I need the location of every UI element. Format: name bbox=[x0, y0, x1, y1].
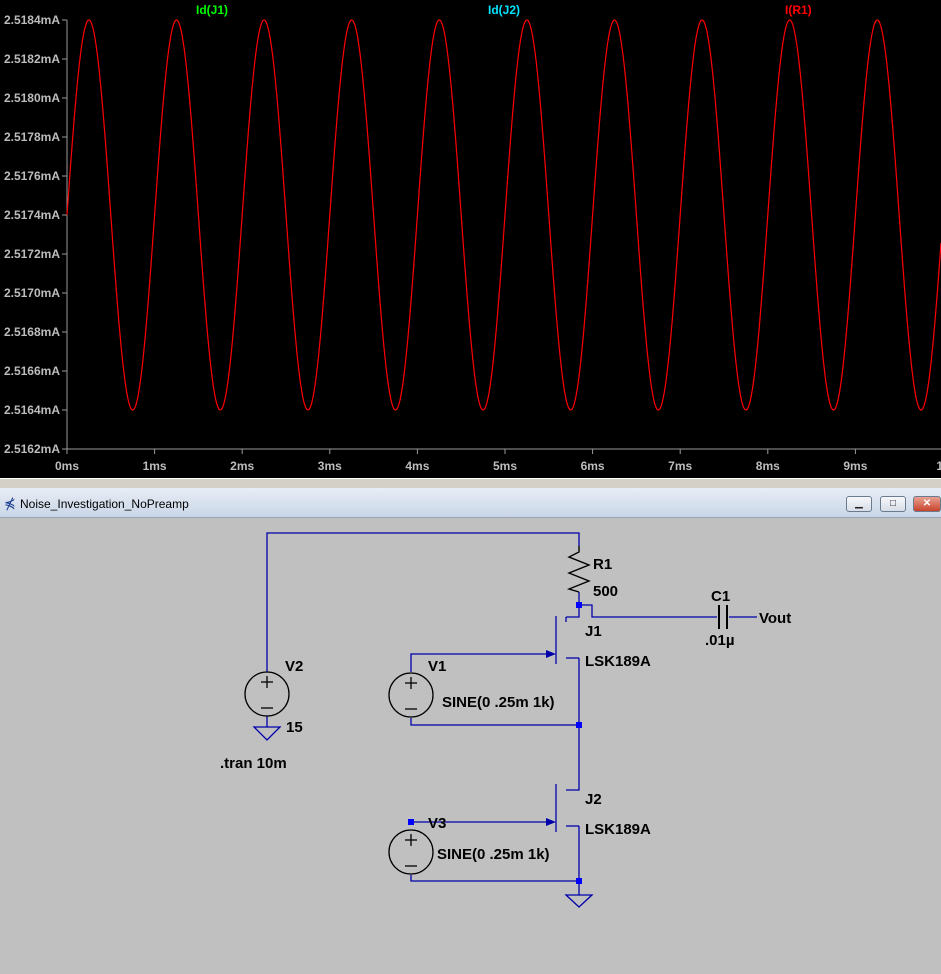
y-tick-label: 2.5168mA bbox=[4, 325, 60, 339]
x-tick-label: 6ms bbox=[581, 459, 605, 473]
y-tick-label: 2.5180mA bbox=[4, 91, 60, 105]
y-tick-label: 2.5174mA bbox=[4, 208, 60, 222]
voltage-source-v1-icon[interactable] bbox=[388, 672, 434, 718]
c1-value-label[interactable]: .01µ bbox=[705, 632, 735, 649]
j1-model-label[interactable]: LSK189A bbox=[585, 653, 651, 670]
ground-icon[interactable] bbox=[564, 894, 594, 908]
r1-name-label[interactable]: R1 bbox=[593, 556, 612, 573]
window-title: Noise_Investigation_NoPreamp bbox=[20, 497, 189, 511]
v2-value-label[interactable]: 15 bbox=[286, 719, 303, 736]
v1-value-label[interactable]: SINE(0 .25m 1k) bbox=[442, 694, 555, 711]
window-titlebar[interactable]: ⋠ Noise_Investigation_NoPreamp ▁ □ ✕ bbox=[0, 488, 941, 518]
v3-value-label[interactable]: SINE(0 .25m 1k) bbox=[437, 846, 550, 863]
y-tick-label: 2.5166mA bbox=[4, 364, 60, 378]
y-tick-label: 2.5162mA bbox=[4, 442, 60, 456]
x-tick-label: 0ms bbox=[55, 459, 79, 473]
y-tick-label: 2.5182mA bbox=[4, 52, 60, 66]
voltage-source-v2-icon[interactable] bbox=[244, 671, 290, 717]
maximize-button[interactable]: □ bbox=[880, 496, 906, 512]
jfet-j1-icon[interactable] bbox=[546, 650, 556, 658]
jfet-j2-icon[interactable] bbox=[546, 818, 556, 826]
x-tick-label: 10 bbox=[936, 459, 941, 473]
capacitor-c1-icon[interactable] bbox=[718, 605, 728, 629]
j1-name-label[interactable]: J1 bbox=[585, 623, 602, 640]
y-tick-label: 2.5184mA bbox=[4, 13, 60, 27]
voltage-source-v3-icon[interactable] bbox=[388, 829, 434, 875]
y-tick-label: 2.5170mA bbox=[4, 286, 60, 300]
schematic-canvas[interactable]: R1 500 C1 .01µ Vout J1 LSK189A V1 SINE(0… bbox=[0, 518, 941, 969]
v1-name-label[interactable]: V1 bbox=[428, 658, 446, 675]
junction-nodes bbox=[408, 602, 582, 884]
y-tick-label: 2.5178mA bbox=[4, 130, 60, 144]
minimize-button[interactable]: ▁ bbox=[846, 496, 872, 512]
r1-value-label[interactable]: 500 bbox=[593, 583, 618, 600]
series-line-i-r1 bbox=[66, 19, 941, 411]
transistor-icon: ⋠ bbox=[4, 495, 16, 511]
x-tick-label: 9ms bbox=[843, 459, 867, 473]
x-tick-label: 5ms bbox=[493, 459, 517, 473]
y-tick-label: 2.5164mA bbox=[4, 403, 60, 417]
trace-label-id-j2[interactable]: Id(J2) bbox=[488, 3, 521, 17]
v2-name-label[interactable]: V2 bbox=[285, 658, 303, 675]
j2-model-label[interactable]: LSK189A bbox=[585, 821, 651, 838]
trace-label-i-r1[interactable]: I(R1) bbox=[785, 3, 812, 17]
trace-label-id-j1[interactable]: Id(J1) bbox=[196, 3, 229, 17]
wires bbox=[266, 532, 757, 895]
resistor-r1-icon[interactable] bbox=[566, 546, 591, 593]
pane-separator[interactable] bbox=[0, 478, 941, 488]
y-tick-label: 2.5172mA bbox=[4, 247, 60, 261]
y-tick-label: 2.5176mA bbox=[4, 169, 60, 183]
x-tick-label: 4ms bbox=[405, 459, 429, 473]
x-tick-label: 8ms bbox=[756, 459, 780, 473]
j2-name-label[interactable]: J2 bbox=[585, 791, 602, 808]
x-tick-label: 1ms bbox=[143, 459, 167, 473]
x-tick-label: 2ms bbox=[230, 459, 254, 473]
c1-name-label[interactable]: C1 bbox=[711, 588, 730, 605]
plot-canvas: 2.5184mA 2.5182mA 2.5180mA 2.5178mA 2.5176mA… bbox=[4, 13, 941, 473]
close-button[interactable]: ✕ bbox=[913, 496, 941, 512]
v3-name-label[interactable]: V3 bbox=[428, 815, 446, 832]
ground-icon[interactable] bbox=[252, 726, 282, 741]
vout-net-label[interactable]: Vout bbox=[759, 610, 791, 627]
x-tick-label: 3ms bbox=[318, 459, 342, 473]
x-tick-label: 7ms bbox=[668, 459, 692, 473]
spice-directive[interactable]: .tran 10m bbox=[220, 755, 287, 772]
